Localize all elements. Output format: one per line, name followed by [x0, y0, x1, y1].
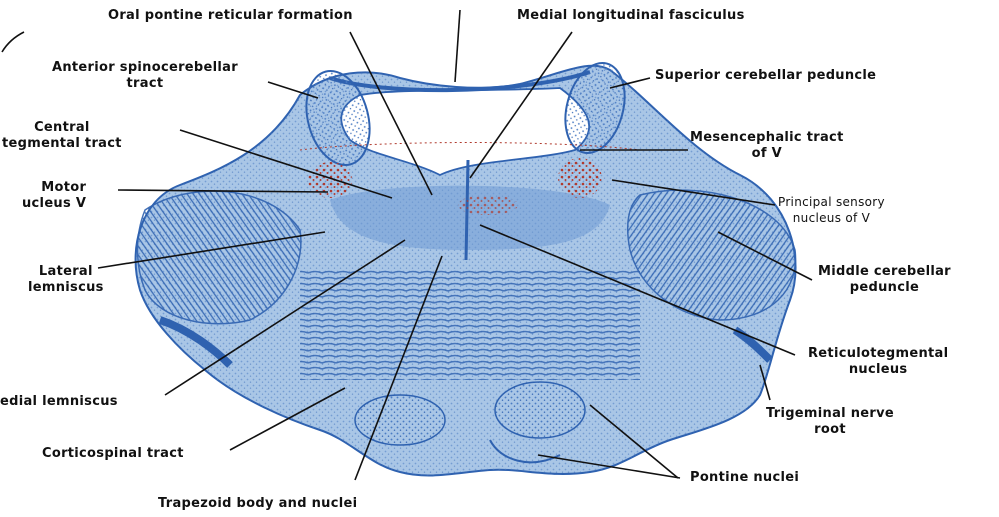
label-reticulotegmental-nucleus: Reticulotegmental nucleus: [808, 346, 948, 378]
label-trigeminal-nerve-root: Trigeminal nerve root: [766, 406, 894, 438]
label-superior-cerebellar-peduncle: Superior cerebellar peduncle: [655, 68, 876, 84]
label-anterior-spinocerebellar-tract: Anterior spinocerebellar tract: [52, 60, 238, 92]
label-corticospinal-tract: Corticospinal tract: [42, 446, 184, 462]
label-trapezoid-body-and-nuclei: Trapezoid body and nuclei: [158, 496, 357, 512]
label-medial-longitudinal-fasciculus: Medial longitudinal fasciculus: [517, 8, 745, 24]
label-mesencephalic-tract-of-v: Mesencephalic tract of V: [690, 130, 844, 162]
label-middle-cerebellar-peduncle: Middle cerebellar peduncle: [818, 264, 951, 296]
label-pontine-nuclei: Pontine nuclei: [690, 470, 799, 486]
label-principal-sensory-nucleus-of-v: Principal sensory nucleus of V: [778, 194, 885, 226]
label-motor-nucleus-v: Motor ucleus V: [22, 180, 86, 212]
label-oral-pontine-reticular-formation: Oral pontine reticular formation: [108, 8, 353, 24]
label-lateral-lemniscus: Lateral lemniscus: [28, 264, 104, 296]
label-medial-lemniscus: edial lemniscus: [0, 394, 118, 410]
label-central-tegmental-tract: Central tegmental tract: [2, 120, 122, 152]
